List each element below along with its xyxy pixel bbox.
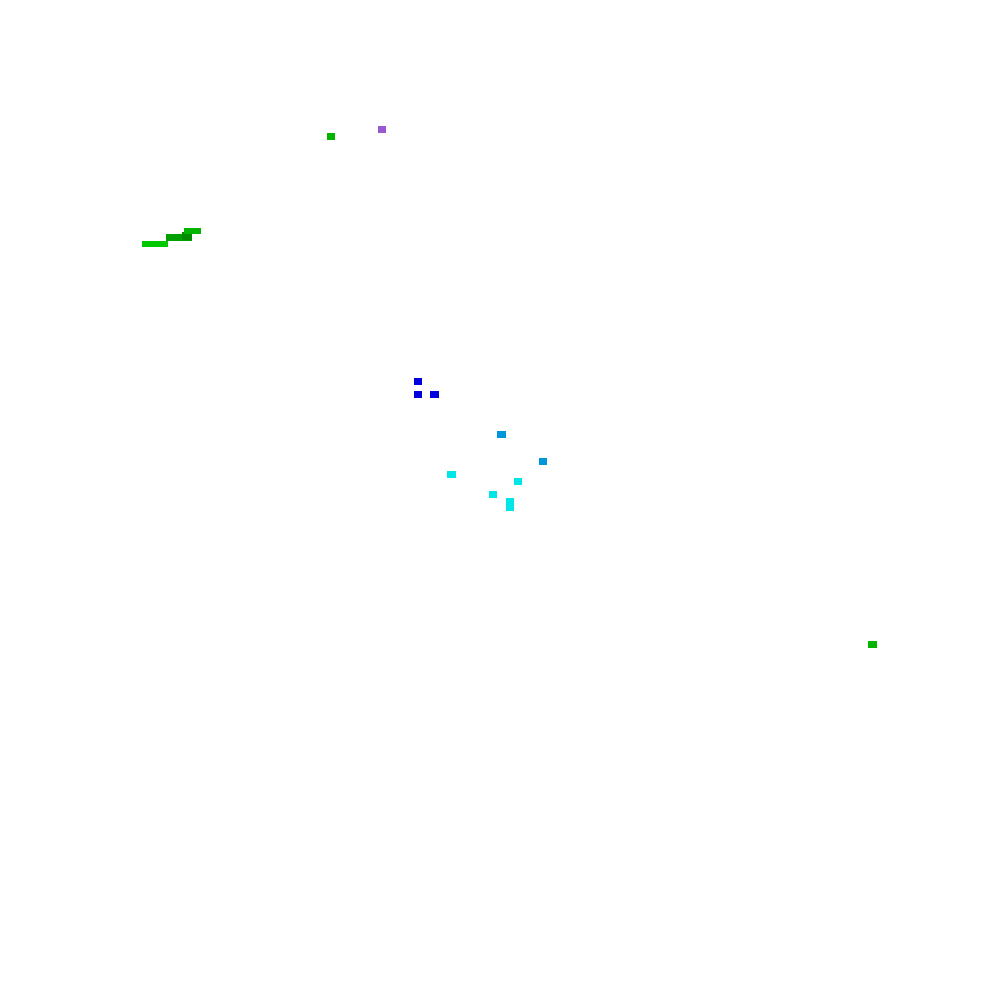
blue-marker	[430, 391, 439, 398]
cyan-marker	[506, 504, 514, 511]
green-streak-segment	[184, 228, 201, 234]
cyan-marker	[514, 478, 522, 485]
green-marker-top	[327, 133, 335, 140]
blue-marker	[414, 378, 422, 385]
sky-blue-marker	[497, 431, 506, 438]
cyan-marker	[506, 498, 514, 505]
green-streak-segment	[142, 241, 168, 247]
green-streak-segment	[166, 234, 192, 241]
blue-marker	[414, 391, 422, 398]
cyan-marker	[489, 491, 497, 498]
sky-blue-marker	[539, 458, 547, 465]
purple-marker	[378, 126, 386, 133]
cyan-marker	[447, 471, 456, 478]
green-streak-segment	[182, 232, 192, 240]
green-marker-bottom	[868, 641, 877, 648]
